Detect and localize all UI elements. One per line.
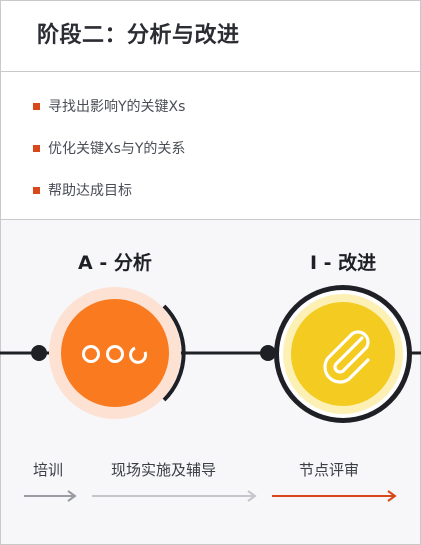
phase-diagram: A - 分析 I - 改进: [0, 220, 421, 545]
ellipsis-icon: [82, 345, 148, 364]
step-label-review: 节点评审: [299, 461, 360, 479]
step-arrow-implementation: [92, 490, 257, 502]
objectives-list: 寻找出影响Y的关键Xs 优化关键Xs与Y的关系 帮助达成目标: [1, 72, 420, 220]
bullet-square-icon: [33, 144, 40, 152]
list-item: 寻找出影响Y的关键Xs: [33, 96, 185, 116]
list-item-text: 帮助达成目标: [48, 183, 132, 199]
list-item: 优化关键Xs与Y的关系: [33, 138, 185, 158]
phase-label-analyze: A - 分析: [78, 252, 152, 274]
phase-node-analyze: [49, 287, 186, 419]
step-label-training: 培训: [33, 461, 64, 479]
bullet-square-icon: [33, 102, 40, 110]
list-item-text: 寻找出影响Y的关键Xs: [48, 99, 186, 115]
phase-node-improve: [274, 285, 412, 423]
step-label-implementation: 现场实施及辅导: [111, 461, 217, 479]
bullet-square-icon: [33, 186, 40, 194]
phase-label-improve: I - 改进: [310, 252, 377, 274]
step-arrow-training: [24, 490, 77, 502]
timeline-dot: [31, 345, 47, 361]
step-arrow-review: [272, 490, 397, 502]
page-title: 阶段二：分析与改进: [37, 23, 240, 48]
list-item-text: 优化关键Xs与Y的关系: [48, 141, 186, 157]
paperclip-icon: [323, 330, 370, 384]
header: 阶段二：分析与改进: [1, 1, 420, 72]
timeline-graphic: [0, 285, 421, 502]
timeline-dot: [260, 345, 276, 361]
list-item: 帮助达成目标: [33, 180, 132, 200]
